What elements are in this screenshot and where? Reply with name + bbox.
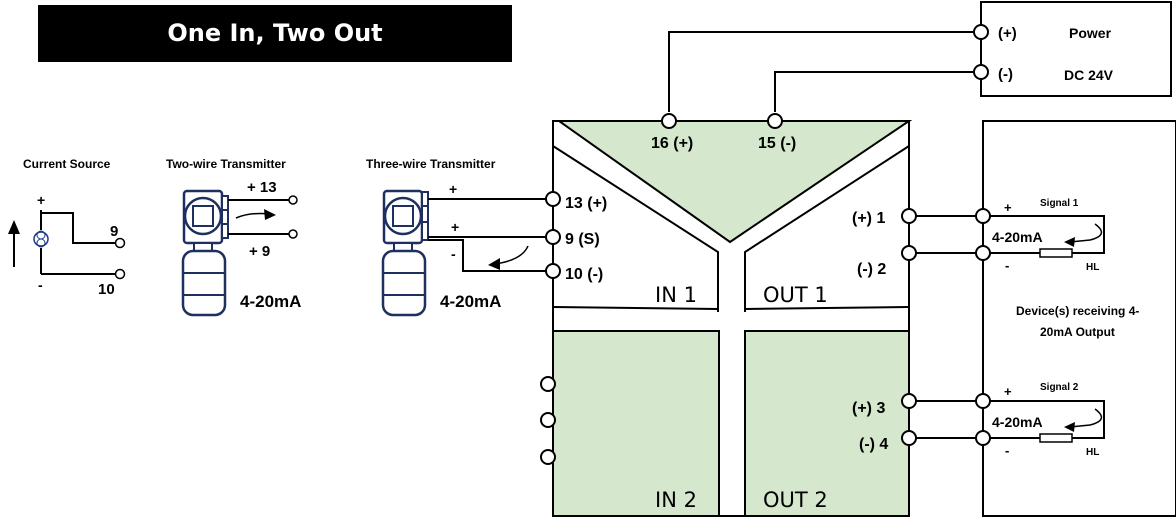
receiver-terminal-3 (975, 393, 991, 409)
out2-panel (744, 330, 910, 517)
current-source-title: Current Source (23, 157, 111, 171)
three-wire-transmitter: Three-wire Transmitter + + - 4-20mA (366, 157, 546, 317)
terminal-2-label: (-) 2 (857, 261, 886, 278)
section-out1: OUT 1 (763, 283, 828, 307)
signal1-plus: + (1004, 200, 1012, 215)
terminal-10 (545, 263, 561, 279)
terminal-16 (661, 113, 677, 129)
svg-text:+ 13: + 13 (247, 179, 277, 196)
in2-panel (552, 330, 720, 517)
signal2-name: Signal 2 (1040, 382, 1079, 393)
signal2-plus: + (1004, 384, 1012, 399)
two-wire-title: Two-wire Transmitter (166, 157, 286, 171)
power-minus-terminal (973, 64, 989, 80)
svg-text:10: 10 (98, 281, 115, 298)
terminal-9 (545, 229, 561, 245)
current-source-symbol (33, 231, 49, 247)
diagram-title: One In, Two Out (167, 19, 383, 47)
power-plus-label: (+) (998, 25, 1017, 42)
load-resistor-1 (1039, 248, 1073, 258)
terminal-4-label: (-) 4 (859, 436, 888, 453)
three-wire-signal: 4-20mA (440, 292, 501, 311)
signal1-minus: - (1005, 258, 1009, 273)
signal1-value: 4-20mA (992, 229, 1043, 245)
receiver-box (982, 120, 1176, 517)
receiver-title-1: Device(s) receiving 4- (1016, 304, 1139, 318)
signal1-load: HL (1086, 262, 1099, 273)
svg-text:+ 9: + 9 (249, 243, 270, 260)
current-source: Current Source + - 9 10 (8, 157, 126, 298)
power-label: Power (1069, 25, 1112, 41)
terminal-10-label: 10 (-) (565, 266, 603, 283)
in2-terminal-b (540, 412, 556, 428)
terminal-3 (901, 393, 917, 409)
three-wire-title: Three-wire Transmitter (366, 157, 496, 171)
terminal-3-label: (+) 3 (852, 400, 885, 417)
power-box (980, 1, 1172, 97)
terminal-1 (901, 208, 917, 224)
receiver-title-2: 20mA Output (1040, 325, 1115, 339)
two-wire-transmitter: Two-wire Transmitter + 13 + 9 4-20mA (166, 157, 301, 317)
section-in1: IN 1 (655, 283, 697, 307)
svg-text:+: + (449, 181, 457, 197)
current-arrow-icon (8, 220, 20, 234)
signal2-load: HL (1086, 447, 1099, 458)
power-plus-terminal (973, 24, 989, 40)
terminal-2 (901, 245, 917, 261)
svg-text:9: 9 (110, 223, 118, 240)
power-minus-wire (774, 71, 974, 112)
in2-terminal-a (540, 376, 556, 392)
title-banner: One In, Two Out (38, 5, 512, 62)
svg-text:-: - (451, 246, 456, 262)
signal1-name: Signal 1 (1040, 198, 1079, 209)
svg-text:-: - (38, 277, 43, 293)
terminal-15 (767, 113, 783, 129)
power-supply (980, 1, 1172, 97)
power-plus-wire (668, 31, 974, 112)
terminal-13 (545, 191, 561, 207)
receiver-terminal-1 (975, 208, 991, 224)
module-body (552, 120, 913, 517)
signal2-value: 4-20mA (992, 414, 1043, 430)
terminal-9-label: 9 (S) (565, 231, 600, 248)
terminal-15-label: 15 (-) (758, 135, 796, 152)
receiver-terminal-2 (975, 245, 991, 261)
signal2-minus: - (1005, 443, 1009, 458)
power-minus-label: (-) (998, 66, 1013, 83)
terminal-1-label: (+) 1 (852, 210, 885, 227)
terminal-16-label: 16 (+) (651, 135, 693, 152)
two-wire-signal: 4-20mA (240, 292, 301, 311)
terminal-4 (901, 430, 917, 446)
in2-terminal-c (540, 449, 556, 465)
power-voltage: DC 24V (1064, 67, 1114, 83)
receiver-terminal-4 (975, 430, 991, 446)
svg-text:+: + (451, 219, 459, 235)
terminal-13-label: 13 (+) (565, 195, 607, 212)
load-resistor-2 (1039, 433, 1073, 443)
section-out2: OUT 2 (763, 488, 828, 512)
section-in2: IN 2 (655, 488, 697, 512)
svg-text:+: + (37, 192, 45, 208)
